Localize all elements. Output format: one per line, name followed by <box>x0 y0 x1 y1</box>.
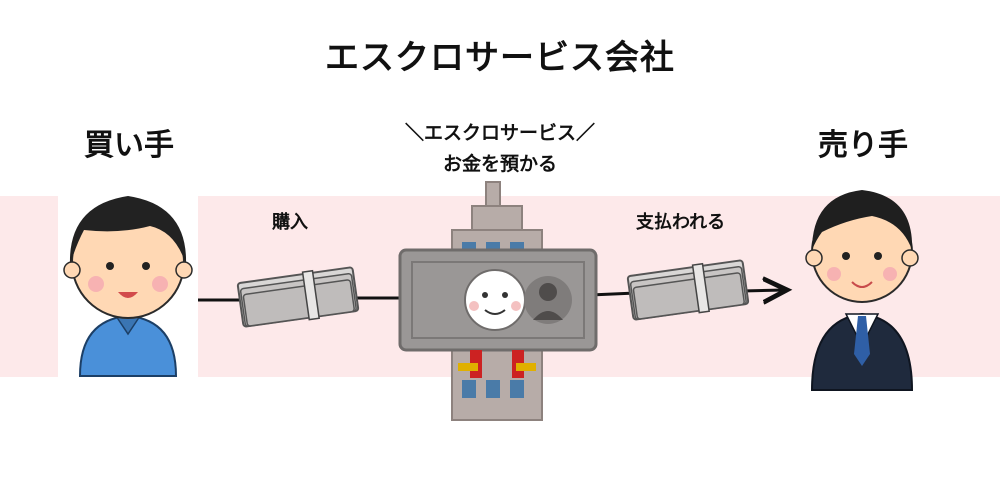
arrow-money-to-seller <box>741 290 784 291</box>
seller-person-icon <box>805 190 919 391</box>
paid-label: 支払われる <box>636 212 726 233</box>
purchase-label: 購入 <box>272 212 308 233</box>
banknote-character-icon <box>398 248 598 378</box>
seller-label: 売り手 <box>818 128 908 163</box>
buyer-label: 買い手 <box>84 128 174 163</box>
escrow-caption-line1: ＼エスクロサービス／ <box>404 122 595 144</box>
money-bundle-right-icon <box>626 259 750 321</box>
escrow-caption: ＼エスクロサービス／ お金を預かる <box>370 118 630 180</box>
money-bundle-left-icon <box>236 266 360 328</box>
diagram-title: エスクロサービス会社 <box>325 38 675 78</box>
arrow-escrow-to-money <box>589 291 637 297</box>
escrow-caption-line2: お金を預かる <box>442 153 557 175</box>
buyer-person-icon <box>63 196 193 377</box>
